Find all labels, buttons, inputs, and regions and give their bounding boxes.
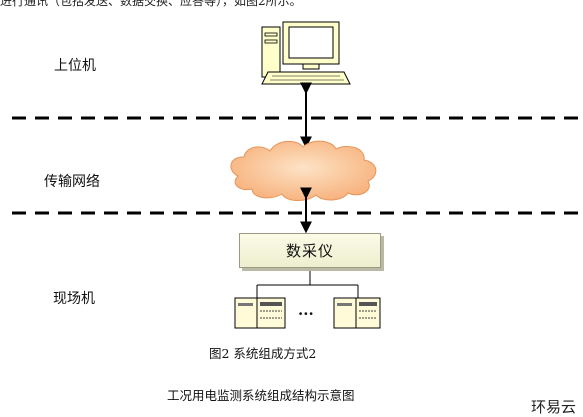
watermark-text: 环易云 xyxy=(531,398,577,416)
cloud-icon xyxy=(230,140,377,201)
intro-text: 进行通讯（包括发送、数据交换、应答等），如图2所示。 xyxy=(0,0,302,8)
field-device-icon xyxy=(234,297,286,329)
layer-label-field: 现场机 xyxy=(53,291,95,307)
footer-title: 工况用电监测系统组成结构示意图 xyxy=(167,388,355,403)
data-collector-label: 数采仪 xyxy=(285,242,334,260)
layer-label-upper: 上位机 xyxy=(54,58,96,74)
data-collector-box: 数采仪 xyxy=(239,233,381,268)
device-ellipsis: ··· xyxy=(298,305,314,323)
computer-icon xyxy=(261,21,351,85)
layer-label-network: 传输网络 xyxy=(44,174,100,190)
figure-caption: 图2 系统组成方式2 xyxy=(209,346,317,361)
field-device-icon xyxy=(333,297,381,329)
field-bus-lines xyxy=(256,268,359,298)
